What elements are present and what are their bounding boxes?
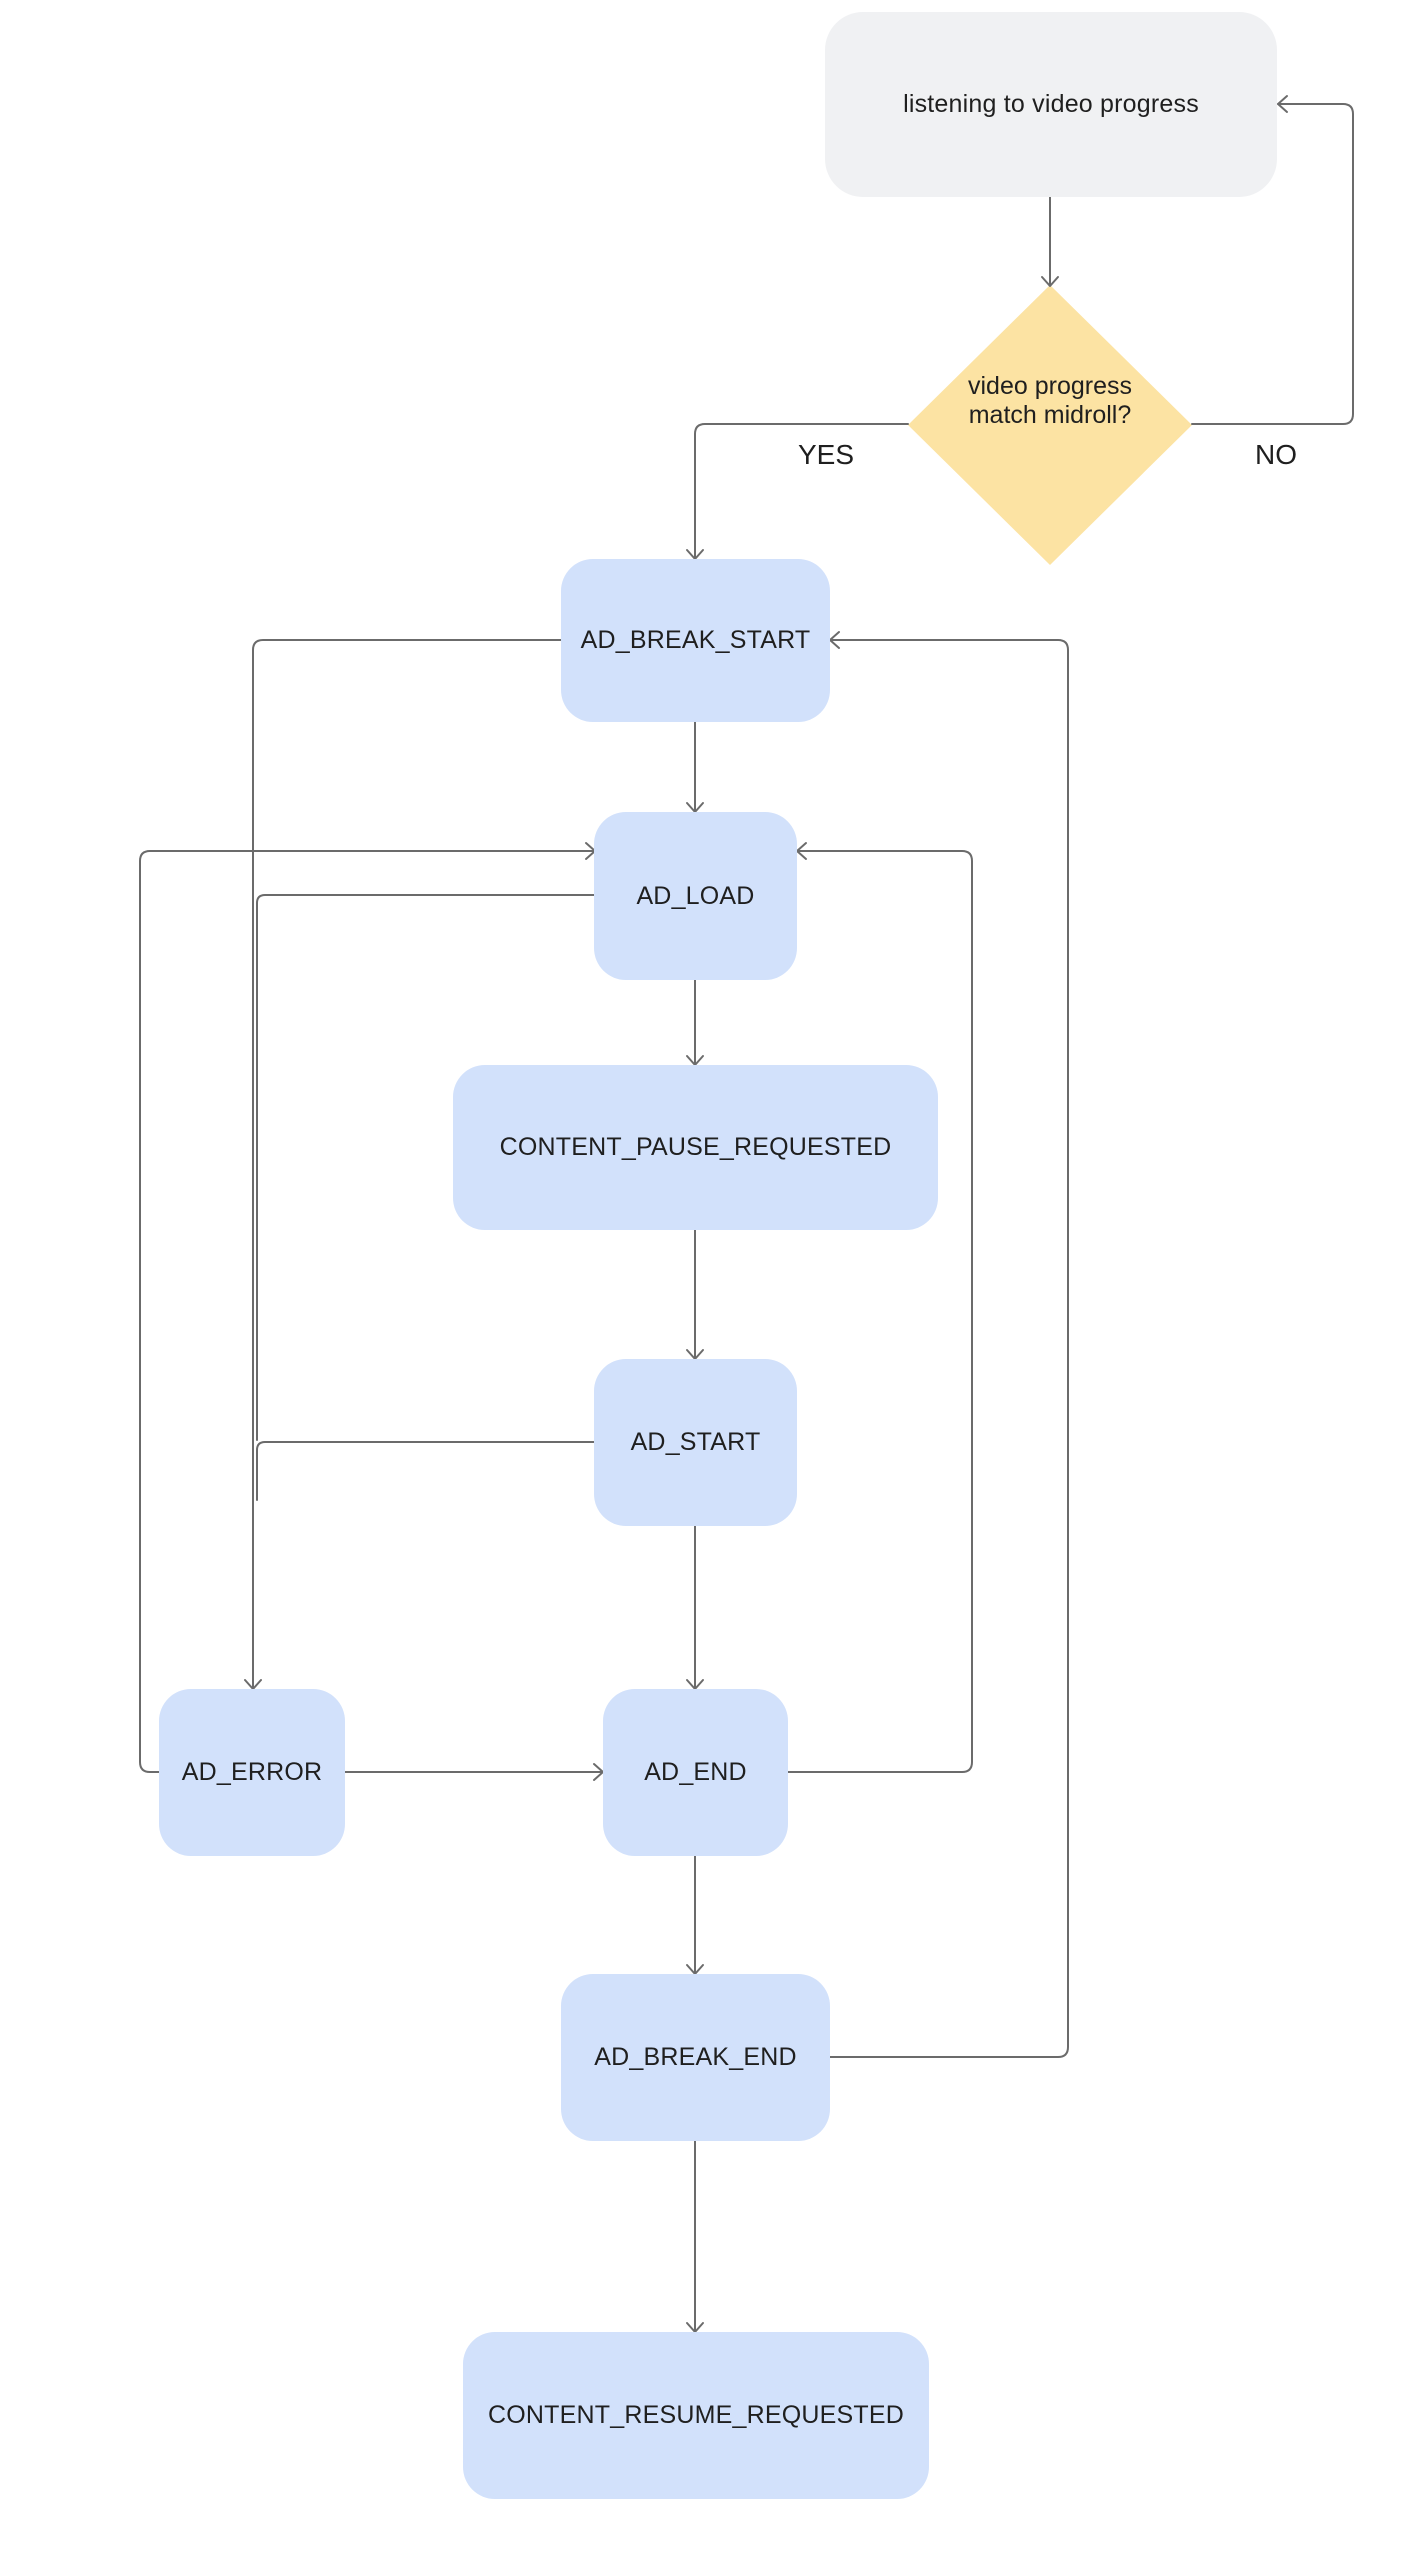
node-content-resume-requested-label: CONTENT_RESUME_REQUESTED <box>488 2401 904 2429</box>
edge-start-to-error <box>256 1441 595 1501</box>
arrowhead <box>829 631 840 649</box>
edge-break-start-to-error <box>252 639 562 1689</box>
node-ad-start-label: AD_START <box>630 1428 761 1456</box>
node-ad-break-start: AD_BREAK_START <box>561 559 830 722</box>
node-ad-error-label: AD_ERROR <box>181 1758 323 1786</box>
node-ad-break-end-label: AD_BREAK_END <box>594 2043 797 2071</box>
node-ad-break-start-label: AD_BREAK_START <box>580 626 811 654</box>
node-ad-break-end: AD_BREAK_END <box>561 1974 830 2141</box>
node-ad-start: AD_START <box>594 1359 797 1526</box>
edge-decision-no-loop <box>1191 103 1354 425</box>
node-content-resume-requested: CONTENT_RESUME_REQUESTED <box>463 2332 929 2499</box>
yes-label: YES <box>798 439 855 470</box>
start-node: listening to video progress <box>825 12 1277 197</box>
edge-break-end-to-break-start <box>829 639 1069 2058</box>
node-ad-load-label: AD_LOAD <box>636 881 755 910</box>
arrowhead <box>796 842 807 860</box>
no-label: NO <box>1255 439 1297 470</box>
node-content-pause-requested: CONTENT_PAUSE_REQUESTED <box>453 1065 938 1230</box>
arrowhead <box>1277 95 1288 113</box>
start-node-label: listening to video progress <box>903 90 1199 118</box>
node-ad-error: AD_ERROR <box>159 1689 345 1856</box>
node-ad-end-label: AD_END <box>644 1758 747 1786</box>
decision-label: video progress match midroll? <box>968 372 1132 429</box>
node-ad-end: AD_END <box>603 1689 788 1856</box>
node-ad-load: AD_LOAD <box>594 812 797 980</box>
edge-load-to-error <box>256 894 595 1441</box>
edge-end-to-load <box>787 850 973 1773</box>
edge-decision-yes <box>694 423 909 559</box>
edge-error-to-load <box>139 850 595 1773</box>
decision-diamond-shape <box>908 285 1192 565</box>
node-content-pause-requested-label: CONTENT_PAUSE_REQUESTED <box>499 1133 892 1161</box>
arrowhead <box>1041 276 1059 287</box>
